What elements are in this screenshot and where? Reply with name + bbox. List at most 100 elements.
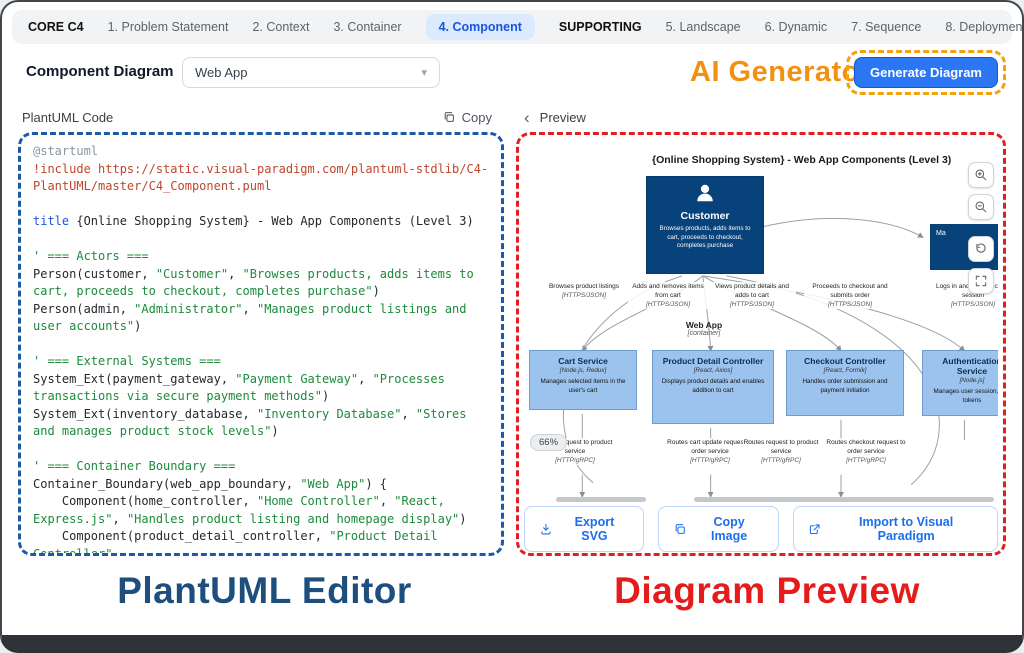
- edge-label: Proceeds to checkout and submits order […: [804, 282, 896, 310]
- tab-sequence[interactable]: 7. Sequence: [851, 20, 922, 34]
- component-name: Checkout Controller: [804, 356, 886, 366]
- generate-button-highlight: Generate Diagram: [846, 50, 1006, 95]
- editor-panel-title: PlantUML Code: [22, 109, 114, 125]
- copy-icon: [444, 112, 454, 122]
- diagram-preview-area: {Online Shopping System} - Web App Compo…: [516, 132, 1006, 556]
- ai-generator-annotation: AI Generator: [690, 56, 872, 88]
- edge-label-tech: [HTTP/gRPC]: [690, 457, 730, 465]
- copy-icon: [675, 524, 685, 534]
- diagram-preview-annotation: Diagram Preview: [614, 570, 920, 611]
- diagram-type-value: Web App: [195, 65, 248, 80]
- copy-code-button[interactable]: Copy: [436, 109, 498, 126]
- diagram-node-cart-service: Cart Service [Node.js, Redux] Manages se…: [529, 350, 637, 410]
- nav-group-core: CORE C4: [28, 20, 84, 34]
- nav-group-supporting: SUPPORTING: [558, 20, 642, 34]
- copy-image-label: Copy Image: [711, 515, 748, 543]
- diagram-node-product-detail-controller: Product Detail Controller [React, Axios]…: [652, 350, 774, 424]
- tab-container[interactable]: 3. Container: [333, 20, 402, 34]
- person-icon: [697, 184, 713, 202]
- edge-label-text: Views product details and adds to cart: [715, 283, 789, 300]
- edge-label: Routes cart update request to order serv…: [667, 438, 753, 466]
- chevron-down-icon: ▾: [421, 67, 427, 79]
- component-tech: [React, Formik]: [823, 367, 867, 374]
- boundary-type: [container]: [687, 330, 721, 337]
- component-name: Authentication Service: [942, 356, 998, 376]
- edge-label-tech: [HTTPS/JSON]: [827, 301, 873, 309]
- fullscreen-button[interactable]: [968, 268, 994, 294]
- plantuml-code-editor[interactable]: @startuml!include https://static.visual-…: [18, 132, 504, 556]
- boundary-label: Web App [container]: [652, 320, 756, 337]
- component-desc: Manages selected items in the user's car…: [540, 378, 626, 394]
- external-link-icon: [810, 524, 820, 535]
- zoom-level-badge: 66%: [530, 434, 568, 451]
- collapse-preview-icon[interactable]: ‹: [524, 107, 530, 127]
- tab-context[interactable]: 2. Context: [252, 20, 310, 34]
- customer-node-name: Customer: [680, 210, 730, 222]
- import-visual-paradigm-button[interactable]: Import to Visual Paradigm: [793, 506, 998, 552]
- top-navigation: CORE C4 1. Problem Statement 2. Context …: [12, 10, 1022, 44]
- edge-label: Routes request to product service [HTTP/…: [743, 438, 819, 466]
- tab-landscape[interactable]: 5. Landscape: [665, 20, 741, 34]
- edge-label: Adds and removes items from cart [HTTPS/…: [628, 282, 708, 310]
- tab-problem-statement[interactable]: 1. Problem Statement: [107, 20, 229, 34]
- edge-label-tech: [HTTPS/JSON]: [561, 292, 607, 300]
- component-desc: Displays product details and enables add…: [661, 378, 765, 394]
- zoom-controls: [968, 162, 994, 294]
- edge-label-text: Routes checkout request to order service: [826, 439, 906, 456]
- edge-label-tech: [HTTP/gRPC]: [555, 457, 595, 465]
- page-header: Component Diagram Web App ▾ AI Generator…: [2, 44, 1022, 102]
- edge-label: Browses product listings [HTTPS/JSON]: [542, 282, 626, 301]
- export-svg-button[interactable]: Export SVG: [524, 506, 644, 552]
- component-desc: Manages user session, and tokens: [933, 388, 998, 404]
- preview-actions: Export SVG Copy Image Import to Visual P…: [524, 505, 998, 553]
- editor-panel-header: PlantUML Code Copy: [18, 102, 504, 132]
- component-desc: Handles order submission and payment ini…: [802, 378, 888, 394]
- boundary-name: Web App: [685, 320, 723, 330]
- component-tech: [React, Axios]: [693, 367, 733, 374]
- edge-label-text: Routes request to product service: [537, 439, 613, 456]
- edge-label-text: Adds and removes items from cart: [632, 283, 704, 300]
- component-name: Cart Service: [558, 356, 608, 366]
- horizontal-scrollbar-thumb[interactable]: [694, 497, 994, 502]
- zoom-out-button[interactable]: [968, 194, 994, 220]
- fullscreen-icon: [975, 275, 987, 287]
- plantuml-editor-annotation: PlantUML Editor: [117, 570, 412, 611]
- edge-label: Routes checkout request to order service…: [822, 438, 910, 466]
- edge-label: Views product details and adds to cart […: [708, 282, 796, 310]
- diagram-node-authentication-service: Authentication Service [Node.js] Manages…: [922, 350, 998, 416]
- reset-view-button[interactable]: [968, 236, 994, 262]
- preview-panel-title: Preview: [539, 109, 586, 125]
- edge-label-tech: [HTTPS/JSON]: [729, 301, 775, 309]
- tab-component[interactable]: 4. Component: [425, 14, 535, 40]
- horizontal-scrollbar-thumb[interactable]: [556, 497, 646, 502]
- component-tech: [Node.js, Redux]: [559, 367, 607, 374]
- edge-label-tech: [HTTP/gRPC]: [761, 457, 801, 465]
- edge-label-text: Routes request to product service: [743, 439, 819, 456]
- edge-label-text: Browses product listings: [548, 283, 620, 290]
- tab-deployment[interactable]: 8. Deployment: [945, 20, 1024, 34]
- diagram-canvas[interactable]: {Online Shopping System} - Web App Compo…: [524, 140, 998, 505]
- diagram-title: {Online Shopping System} - Web App Compo…: [652, 154, 952, 166]
- main-content: PlantUML Code Copy @startuml!include htt…: [2, 102, 1022, 556]
- copy-image-button[interactable]: Copy Image: [657, 506, 780, 552]
- component-tech: [Node.js]: [959, 377, 985, 384]
- preview-panel-header: ‹ Preview: [516, 102, 1006, 132]
- edge-label-text: Logs in and authenticates session: [935, 283, 998, 300]
- preview-panel: ‹ Preview: [516, 102, 1006, 556]
- export-svg-label: Export SVG: [574, 515, 615, 543]
- diagram-type-select[interactable]: Web App ▾: [182, 57, 440, 88]
- edge-label-tech: [HTTP/gRPC]: [846, 457, 886, 465]
- page-title: Component Diagram: [26, 63, 174, 80]
- customer-node-desc: Browses products, adds items to cart, pr…: [659, 225, 751, 249]
- generate-diagram-button[interactable]: Generate Diagram: [854, 57, 998, 88]
- diagram-node-customer: Customer Browses products, adds items to…: [646, 176, 764, 274]
- zoom-in-button[interactable]: [968, 162, 994, 188]
- zoom-out-icon: [975, 201, 987, 213]
- code-content: @startuml!include https://static.visual-…: [33, 144, 489, 556]
- edge-label-text: Proceeds to checkout and submits order: [812, 283, 888, 300]
- edge-label-text: Routes cart update request to order serv…: [667, 439, 753, 456]
- edge-label-tech: [HTTPS/JSON]: [645, 301, 691, 309]
- reset-view-icon: [976, 243, 986, 253]
- tab-dynamic[interactable]: 6. Dynamic: [764, 20, 828, 34]
- diagram-node-checkout-controller: Checkout Controller [React, Formik] Hand…: [786, 350, 904, 416]
